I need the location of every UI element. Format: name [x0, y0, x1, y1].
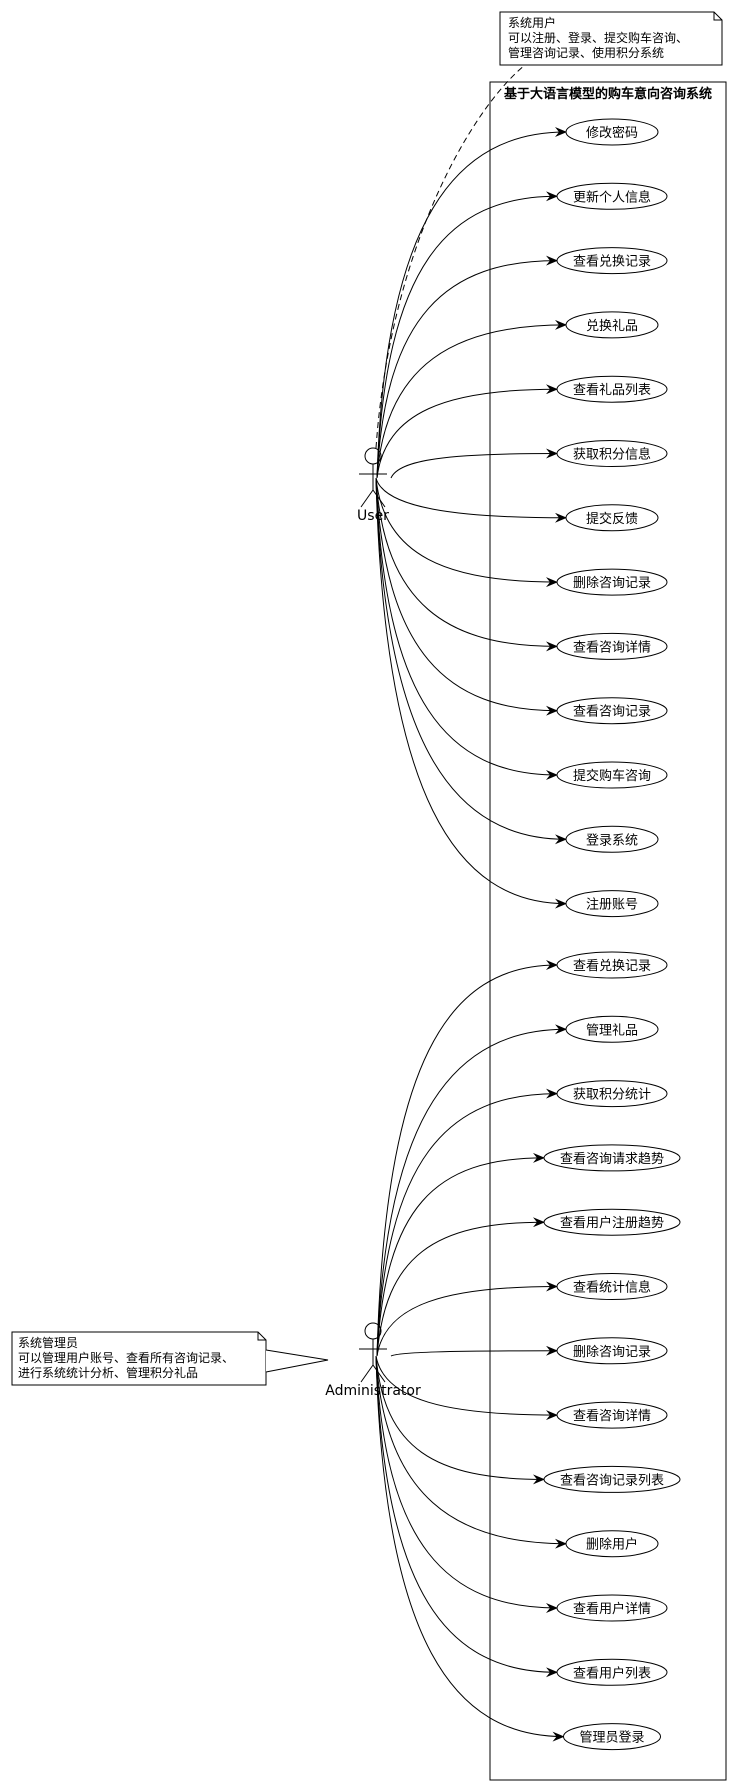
- admin-association-6: [390, 1345, 558, 1357]
- user-use-case-label-0: 修改密码: [586, 125, 638, 141]
- user-use-case-8[interactable]: [556, 632, 668, 660]
- user-use-case-1[interactable]: [556, 182, 668, 210]
- admin-association-11: [375, 1355, 558, 1678]
- admin-note-line-3: 进行系统统计分析、管理积分礼品: [18, 1365, 198, 1380]
- user-use-case-label-10: 提交购车咨询: [573, 768, 651, 784]
- admin-use-case-9[interactable]: [565, 1530, 659, 1558]
- admin-association-8: [375, 1355, 545, 1485]
- user-association-11: [375, 477, 567, 845]
- user-use-case-0[interactable]: [565, 118, 659, 146]
- user-association-1: [376, 191, 558, 479]
- user-use-case-3[interactable]: [565, 311, 659, 339]
- associations: [375, 127, 567, 1742]
- admin-use-case-label-8: 查看咨询记录列表: [560, 1472, 664, 1488]
- user-association-8: [375, 477, 558, 652]
- user-use-case-label-9: 查看咨询记录: [573, 704, 651, 720]
- user-use-case-label-2: 查看兑换记录: [573, 254, 651, 270]
- user-note-connector: [375, 64, 526, 449]
- user-use-case-label-4: 查看礼品列表: [573, 382, 651, 398]
- admin-use-case-label-1: 管理礼品: [586, 1022, 638, 1038]
- user-association-5: [390, 448, 558, 479]
- admin-use-case-1[interactable]: [565, 1015, 659, 1043]
- user-use-case-label-11: 登录系统: [586, 833, 638, 848]
- user-association-9: [375, 477, 558, 716]
- use-cases: 修改密码更新个人信息查看兑换记录兑换礼品查看礼品列表获取积分信息提交反馈删除咨询…: [543, 118, 681, 1751]
- admin-use-case-0[interactable]: [556, 951, 668, 979]
- user-actor: [359, 447, 387, 508]
- admin-use-case-5[interactable]: [556, 1273, 668, 1300]
- user-use-case-5[interactable]: [556, 440, 668, 467]
- admin-actor: [359, 1322, 387, 1383]
- user-association-3: [376, 319, 567, 479]
- user-note-box: [499, 11, 723, 66]
- user-use-case-7[interactable]: [556, 568, 668, 596]
- admin-use-case-8[interactable]: [543, 1465, 681, 1493]
- user-use-case-label-6: 提交反馈: [586, 511, 638, 527]
- admin-association-7: [375, 1355, 558, 1421]
- user-association-12: [375, 477, 567, 909]
- user-use-case-label-5: 获取积分信息: [573, 447, 651, 463]
- admin-actor-label: Administrator: [325, 1383, 421, 1399]
- user-use-case-label-8: 查看咨询详情: [573, 639, 651, 655]
- admin-note-fold: [257, 1332, 266, 1341]
- user-use-case-10[interactable]: [556, 761, 668, 789]
- user-association-0: [376, 127, 567, 479]
- user-association-6: [375, 477, 567, 523]
- user-use-case-label-1: 更新个人信息: [573, 189, 651, 205]
- user-use-case-11[interactable]: [565, 825, 659, 853]
- user-association-7: [375, 477, 558, 588]
- admin-association-4: [376, 1217, 545, 1357]
- admin-association-10: [375, 1355, 558, 1613]
- admin-use-case-label-5: 查看统计信息: [573, 1280, 651, 1296]
- admin-use-case-label-2: 获取积分统计: [573, 1088, 651, 1103]
- user-use-case-9[interactable]: [556, 697, 668, 725]
- user-use-case-4[interactable]: [556, 375, 668, 403]
- admin-use-case-3[interactable]: [543, 1144, 681, 1172]
- admin-association-9: [375, 1355, 567, 1549]
- user-note-line-1: 系统用户: [508, 15, 556, 30]
- admin-association-2: [376, 1088, 558, 1357]
- admin-use-case-label-4: 查看用户注册趋势: [560, 1215, 664, 1231]
- admin-association-12: [375, 1355, 565, 1742]
- user-use-case-label-12: 注册账号: [586, 898, 638, 913]
- user-association-4: [376, 384, 558, 479]
- user-use-case-12[interactable]: [565, 890, 659, 918]
- user-association-2: [376, 255, 558, 479]
- admin-association-3: [376, 1152, 545, 1357]
- user-note-line-3: 管理咨询记录、使用积分系统: [508, 45, 664, 60]
- user-use-case-6[interactable]: [565, 504, 659, 532]
- admin-association-1: [376, 1024, 567, 1357]
- user-note-fold: [713, 12, 722, 21]
- user-use-case-label-3: 兑换礼品: [586, 318, 638, 334]
- admin-use-case-label-10: 查看用户详情: [573, 1601, 651, 1617]
- admin-use-case-4[interactable]: [543, 1208, 681, 1236]
- admin-use-case-label-6: 删除咨询记录: [573, 1345, 651, 1360]
- user-use-case-label-7: 删除咨询记录: [573, 576, 651, 591]
- admin-note-line-2: 可以管理用户账号、查看所有咨询记录、: [18, 1350, 234, 1365]
- user-association-10: [375, 477, 558, 780]
- admin-association-5: [376, 1281, 558, 1357]
- admin-association-0: [376, 960, 558, 1357]
- admin-use-case-7[interactable]: [556, 1401, 668, 1429]
- admin-use-case-label-11: 查看用户列表: [573, 1665, 651, 1681]
- admin-use-case-label-0: 查看兑换记录: [573, 958, 651, 974]
- admin-use-case-6[interactable]: [556, 1337, 668, 1365]
- admin-use-case-label-12: 管理员登录: [579, 1731, 644, 1746]
- admin-use-case-2[interactable]: [556, 1080, 668, 1108]
- admin-use-case-label-9: 删除用户: [586, 1537, 638, 1553]
- admin-use-case-12[interactable]: [563, 1723, 661, 1751]
- user-note-line-2: 可以注册、登录、提交购车咨询、: [508, 30, 688, 45]
- user-use-case-2[interactable]: [556, 247, 668, 275]
- admin-use-case-11[interactable]: [556, 1658, 668, 1686]
- system-title: 基于大语言模型的购车意向咨询系统: [503, 86, 712, 102]
- user-actor-label: User: [357, 508, 389, 524]
- system-boundary: [489, 81, 727, 1781]
- admin-use-case-label-3: 查看咨询请求趋势: [560, 1151, 664, 1167]
- admin-note-pointer: [265, 1349, 329, 1373]
- admin-use-case-label-7: 查看咨询详情: [573, 1408, 651, 1424]
- admin-note-line-1: 系统管理员: [18, 1335, 78, 1350]
- admin-use-case-10[interactable]: [556, 1594, 668, 1622]
